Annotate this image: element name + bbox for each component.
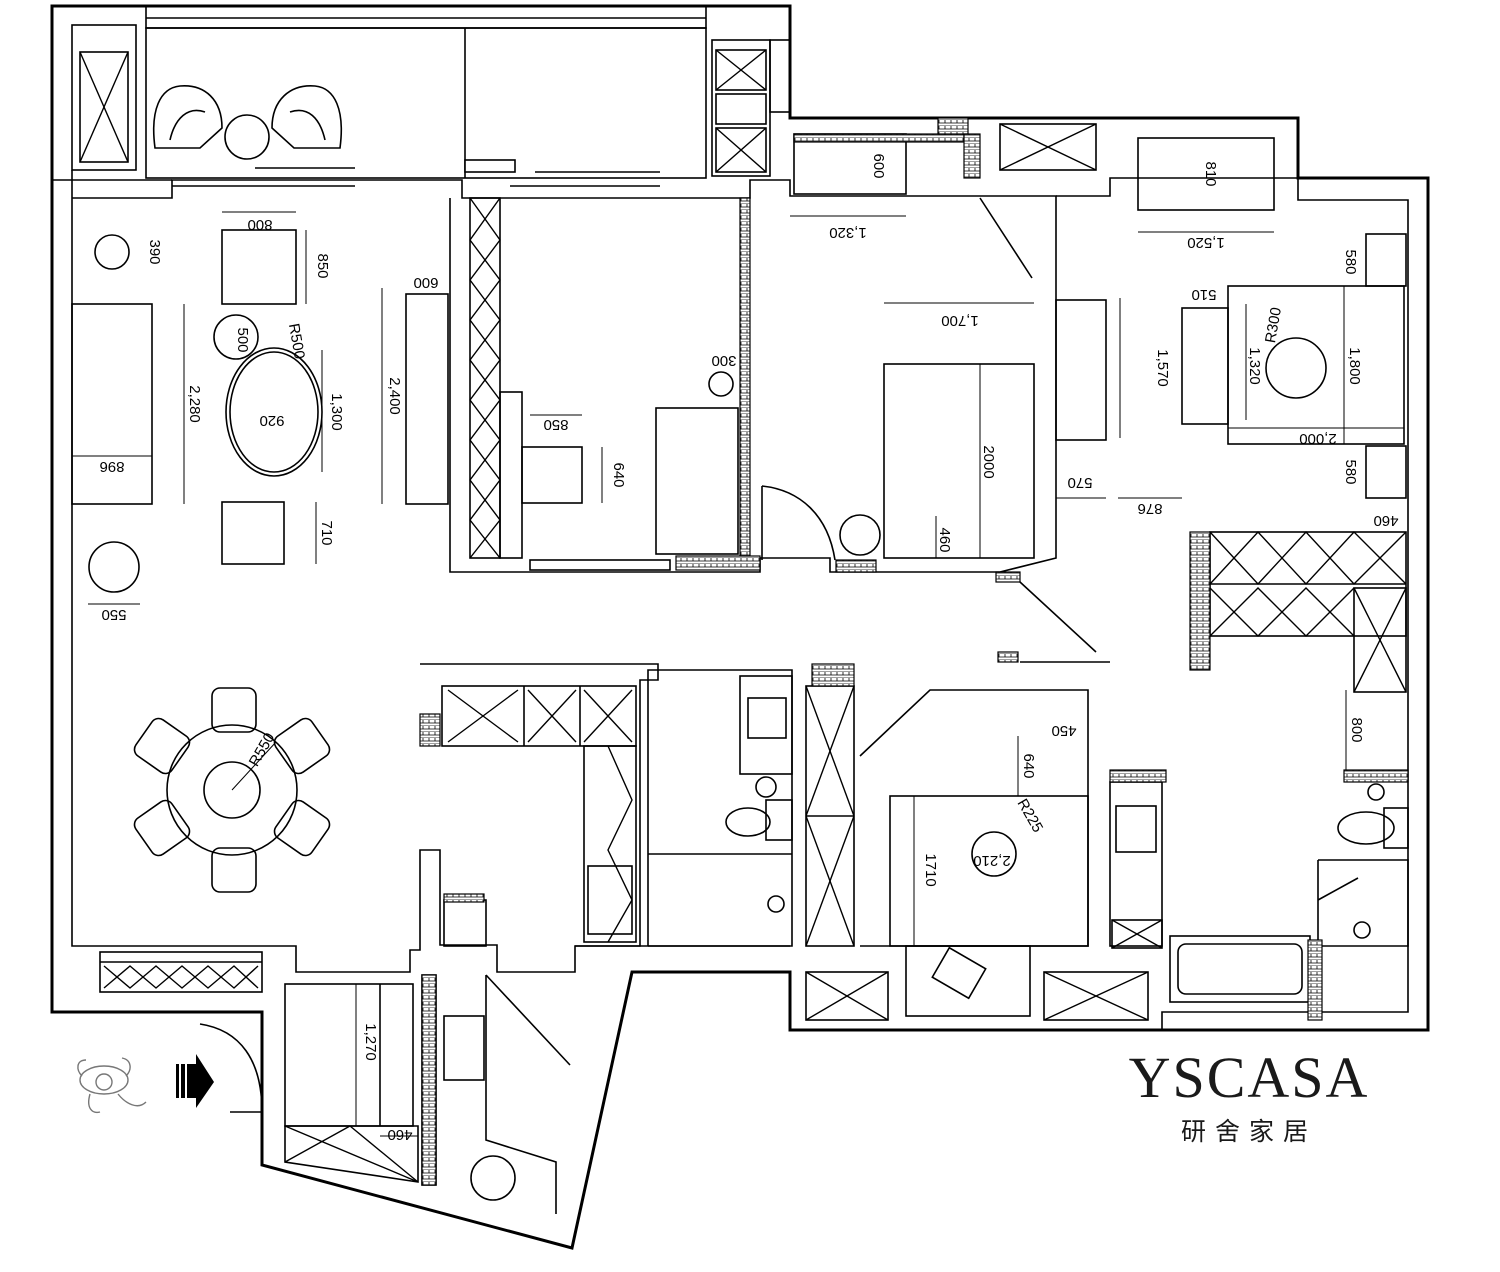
study xyxy=(469,197,761,571)
dim-label: 876 xyxy=(1137,500,1162,517)
dim-label: 1,300 xyxy=(328,393,345,431)
dim-label: 850 xyxy=(314,253,331,278)
dim-label: 600 xyxy=(870,153,887,178)
bathroom-right xyxy=(1109,769,1409,1021)
dim-label: 460 xyxy=(936,527,953,552)
balcony xyxy=(145,5,791,187)
dim-label: 896 xyxy=(99,458,124,475)
dim-label: 1,270 xyxy=(362,1023,379,1061)
dim-label: 1,700 xyxy=(941,312,979,329)
dimension-labels: 800 850 390 500 R500 920 1,300 2,280 896… xyxy=(99,153,1398,1143)
dim-label: 800 xyxy=(247,216,272,233)
third-bedroom xyxy=(805,581,1149,1021)
dim-label: 580 xyxy=(1342,459,1359,484)
dim-label: 510 xyxy=(1191,286,1216,303)
second-bedroom xyxy=(1137,137,1407,693)
dim-label: 500 xyxy=(234,327,251,352)
dim-label: 570 xyxy=(1067,474,1092,491)
dim-label: 1,320 xyxy=(1246,347,1263,385)
dim-label: 390 xyxy=(146,239,163,264)
master-bedroom xyxy=(761,117,1107,583)
dim-label: 640 xyxy=(610,462,627,487)
dim-label: 810 xyxy=(1202,161,1219,186)
dim-label: 2,280 xyxy=(186,385,203,423)
dim-label: 460 xyxy=(1373,512,1398,529)
dim-label: 2000 xyxy=(980,445,997,478)
dimension-lines xyxy=(72,211,1404,1137)
dim-label: 1,570 xyxy=(1154,349,1171,387)
dim-label: 300 xyxy=(711,352,736,369)
dim-label: 2,210 xyxy=(973,852,1011,869)
dim-label: 460 xyxy=(387,1126,412,1143)
dim-label: 1,800 xyxy=(1346,347,1363,385)
dim-label: 850 xyxy=(543,416,568,433)
dim-label: R300 xyxy=(1262,306,1285,344)
dim-label: 710 xyxy=(318,520,335,545)
dim-label: 640 xyxy=(1020,753,1037,778)
dim-label: 550 xyxy=(101,606,126,623)
person-icon xyxy=(77,1057,147,1114)
entry-arrow-icon xyxy=(176,1054,214,1108)
dim-label: 2,000 xyxy=(1299,430,1337,447)
dim-label: 2,400 xyxy=(386,377,403,415)
brand-subtitle: 研舍家居 xyxy=(1180,1117,1317,1146)
dim-label: 920 xyxy=(259,412,284,429)
dim-label: 800 xyxy=(1348,717,1365,742)
brand-name: YSCASA xyxy=(1128,1045,1370,1110)
dim-label: 450 xyxy=(1051,722,1076,739)
kitchen xyxy=(199,663,659,1214)
dim-label: 600 xyxy=(413,274,438,291)
dim-label: R500 xyxy=(285,322,308,360)
bathroom-center xyxy=(647,663,855,947)
dim-label: 580 xyxy=(1342,249,1359,274)
dim-label: 1710 xyxy=(922,853,939,886)
dim-label: 1,320 xyxy=(829,224,867,241)
brand-logo: YSCASA 研舍家居 xyxy=(1118,1046,1380,1148)
dim-label: 1,520 xyxy=(1187,234,1225,251)
